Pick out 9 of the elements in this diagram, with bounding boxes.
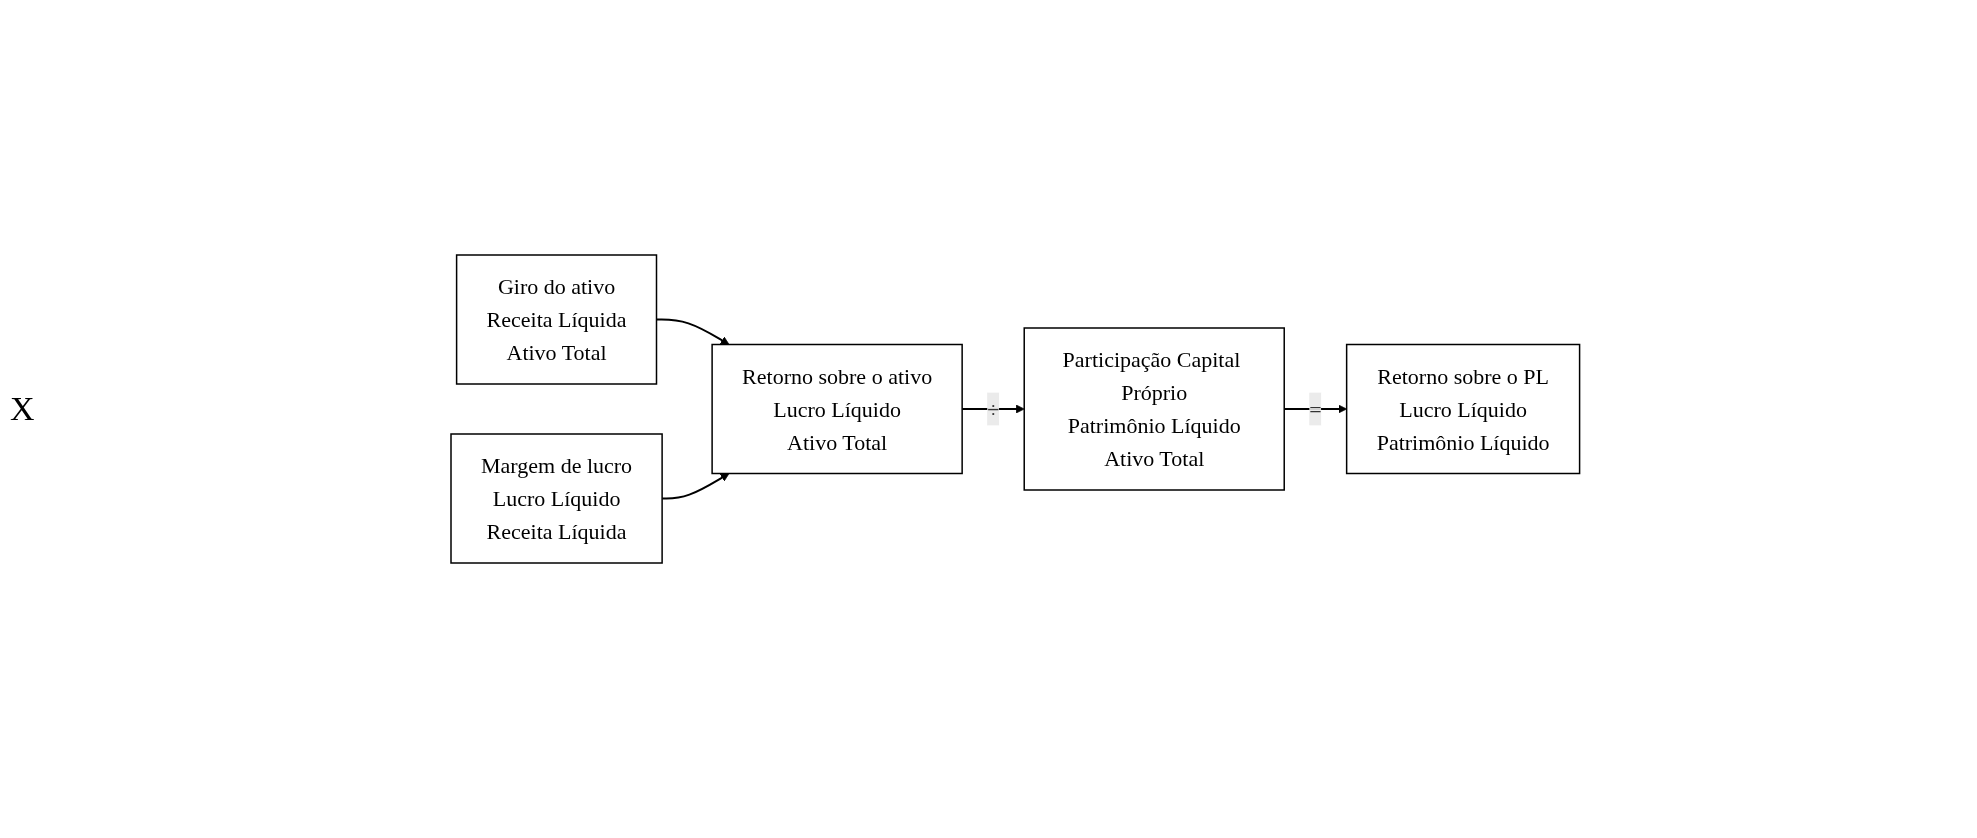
edge-label: ÷ — [987, 396, 1000, 422]
node-box: Participação Capital Próprio Patrimônio Líquido Ativo Total — [1023, 327, 1286, 491]
node-box: Retorno sobre o PL Lucro Líquido Patrimônio Líquido — [1346, 343, 1581, 475]
edge-label: = — [1309, 396, 1323, 422]
arrow — [656, 318, 730, 345]
operator-label: X — [10, 390, 35, 428]
node-box: Giro do ativo Receita Líquida Ativo Total — [456, 254, 658, 385]
node-box: Margem de lucro Lucro Líquido Receita Líquida — [450, 433, 664, 564]
node-box: Retorno sobre o ativo Lucro Líquido Ativo Total — [711, 343, 964, 475]
